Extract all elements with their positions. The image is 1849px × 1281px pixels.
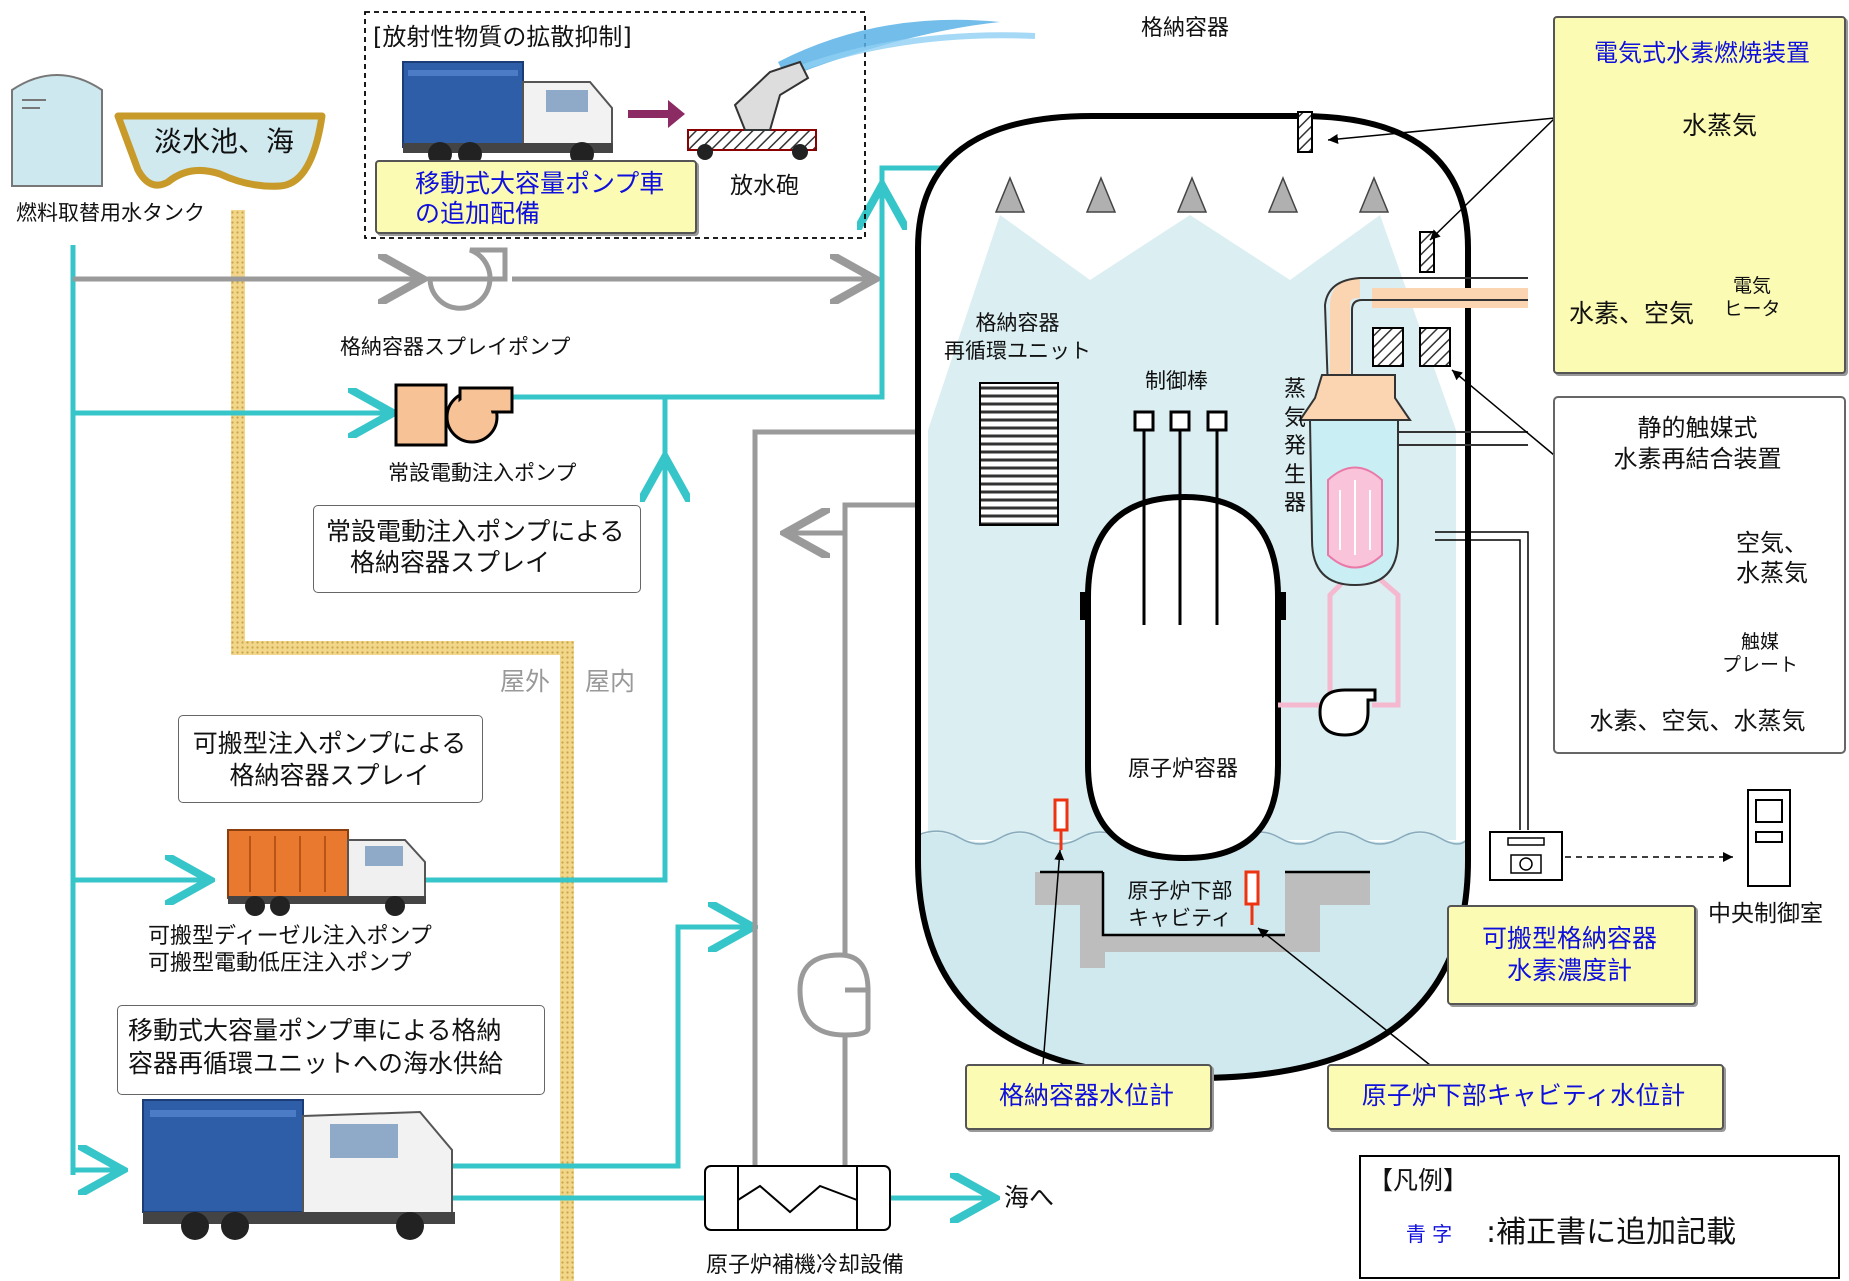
catalyst-line1: 触媒 (1712, 632, 1808, 653)
legend-sample-text: 青 字 (1384, 1222, 1474, 1247)
legend-title: 【凡例】 (1368, 1165, 1468, 1196)
legend-text: :補正書に追加記載 (1486, 1214, 1736, 1252)
cavity-line1: 原子炉下部 (1110, 878, 1250, 904)
deploy-arrow (628, 100, 685, 128)
perm-spray-note-line1: 常設電動注入ポンプによる (326, 516, 625, 547)
portable-electric-pump-label: 可搬型電動低圧注入ポンプ (148, 950, 411, 978)
fuel-tank-label: 燃料取替用水タンク (16, 200, 205, 226)
igniter-hydrogen-air-label: 水素、空気 (1569, 298, 1694, 329)
permanent-injection-pump (396, 385, 512, 445)
par-title-line2: 水素再結合装置 (1553, 444, 1842, 474)
seawater-note-line1: 移動式大容量ポンプ車による格納 (128, 1015, 502, 1046)
pond-label: 淡水池、海 (154, 124, 294, 159)
fuel-water-tank (12, 75, 102, 186)
par-inlet-label: 水素、空気、水蒸気 (1553, 706, 1842, 736)
portable-h2-meter-device (1490, 832, 1562, 880)
control-room-cabinet (1748, 790, 1790, 886)
igniter-steam-label: 水蒸気 (1682, 110, 1757, 141)
heater-line1: 電気 (1708, 276, 1796, 297)
par-air-steam-line1: 空気、 (1736, 528, 1808, 558)
h2-meter-line1: 可搬型格納容器 (1447, 923, 1692, 954)
diffusion-title: [放射性物質の拡散抑制] (373, 22, 632, 52)
portable-pump-truck (228, 830, 426, 916)
cv-level-meter-label: 格納容器水位計 (965, 1080, 1208, 1111)
par-air-steam-line2: 水蒸気 (1736, 558, 1808, 588)
cavity-line2: キャビティ (1110, 905, 1250, 931)
containment-label: 格納容器 (1141, 15, 1229, 43)
recirculation-unit (980, 383, 1058, 525)
igniter-title: 電気式水素燃焼装置 (1594, 38, 1810, 68)
perm-spray-note-line2: 格納容器スプレイ (350, 547, 550, 578)
outdoor-label: 屋外 (500, 666, 550, 697)
cv-spray-pump-label: 格納容器スプレイポンプ (340, 334, 570, 360)
control-rod-label: 制御棒 (1145, 368, 1208, 394)
indoor-label: 屋内 (585, 666, 635, 697)
aux-cooling-label: 原子炉補機冷却設備 (706, 1252, 904, 1280)
heater-line2: ヒータ (1708, 299, 1796, 320)
portable-spray-note-line1: 可搬型注入ポンプによる (178, 728, 481, 759)
component-cooling-pump (800, 955, 868, 1035)
recirc-unit-line2: 再循環ユニット (930, 338, 1105, 364)
portable-diesel-pump-label: 可搬型ディーゼル注入ポンプ (148, 923, 432, 951)
heat-exchanger (705, 1166, 890, 1230)
cv-spray-pump (430, 250, 505, 308)
steam-generator-label: 蒸気発生器 (1284, 376, 1308, 519)
mobile-pump-add-line1: 移動式大容量ポンプ車 (415, 168, 664, 199)
water-cannon-label: 放水砲 (730, 172, 799, 201)
recirc-unit-line1: 格納容器 (930, 310, 1105, 336)
seawater-note-line2: 容器再循環ユニットへの海水供給 (128, 1048, 503, 1079)
mobile-pump-truck-2 (143, 1100, 455, 1240)
h2-meter-line2: 水素濃度計 (1447, 955, 1692, 986)
par-title-line1: 静的触媒式 (1553, 413, 1842, 443)
perm-injection-pump-label: 常設電動注入ポンプ (388, 460, 576, 486)
control-room-label: 中央制御室 (1708, 900, 1823, 929)
reactor-vessel-label: 原子炉容器 (1128, 756, 1238, 784)
mobile-pump-truck-1 (403, 62, 613, 166)
cavity-level-meter-label: 原子炉下部キャビティ水位計 (1327, 1080, 1720, 1111)
portable-spray-note-line2: 格納容器スプレイ (178, 760, 481, 791)
catalyst-line2: プレート (1712, 655, 1808, 676)
mobile-pump-add-line2: の追加配備 (415, 198, 540, 229)
to-sea-label: 海へ (1004, 1182, 1054, 1213)
reactor-vessel (1080, 497, 1286, 858)
